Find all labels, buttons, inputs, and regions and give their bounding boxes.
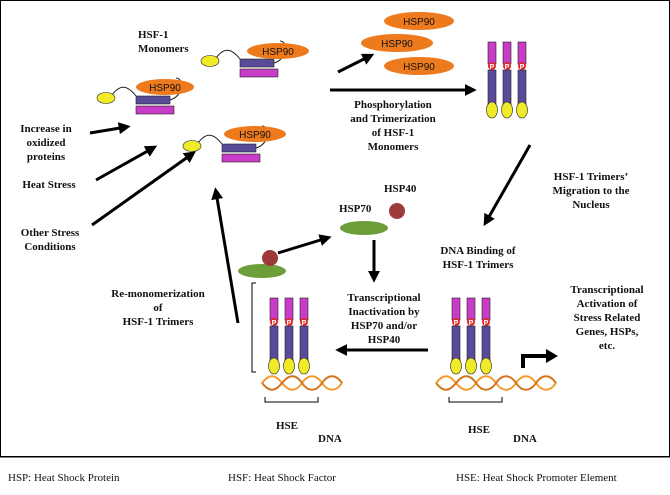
free-hsp90-label-1: HSP90 [403, 17, 435, 28]
arrow-remonomerization [211, 187, 240, 324]
free-hsp90-label-3: HSP90 [403, 62, 435, 73]
inactivated-trimer [268, 297, 310, 375]
right-phospho-3: P [484, 320, 489, 327]
hsp40-bound [262, 250, 278, 266]
dna-bound-trimer [450, 297, 492, 375]
hsp90-bound-1 [247, 43, 309, 59]
heat-stress-label: Heat Stress [22, 179, 76, 191]
remonomerization-label-2: of [153, 302, 163, 314]
dna-binding-label-1: DNA Binding of [440, 245, 516, 257]
legend-hse: HSE: Heat Shock Promoter Element [456, 472, 617, 484]
hsp90-bound-2 [136, 79, 194, 95]
inactivation-label-3: HSP70 and/or [351, 320, 417, 332]
hsp90-label-3: HSP90 [239, 130, 271, 141]
hsp40-free [389, 203, 405, 219]
arrow-heat-stress [95, 145, 158, 182]
increase-label-1: Increase in [20, 123, 71, 135]
hse-label-right: HSE [468, 424, 490, 436]
dna-binding-label-2: HSF-1 Trimers [443, 259, 514, 271]
increase-label-2: oxidized [26, 137, 65, 149]
left-phospho-2: P [287, 320, 292, 327]
migration-label-2: Migration to the [553, 185, 630, 197]
hsp90-label-1: HSP90 [262, 47, 294, 58]
other-stress-label-1: Other Stress [21, 227, 80, 239]
hsf1-monomer-cluster [96, 40, 309, 163]
transcription-start-arrowhead [546, 349, 558, 363]
remonomerization-label-1: Re-monomerization [111, 288, 204, 300]
phosphorylated-trimer [486, 41, 528, 119]
free-hsp90-group [361, 12, 454, 75]
hsp90-label-2: HSP90 [149, 83, 181, 94]
phospho-mark-3: P [520, 64, 525, 71]
left-phospho-1: P [272, 320, 277, 327]
hsp40-label: HSP40 [384, 183, 417, 195]
dna-strand-right [435, 375, 557, 391]
activation-label-3: Stress Related [574, 312, 641, 324]
other-stress-label-2: Conditions [24, 241, 76, 253]
inactivation-label-4: HSP40 [368, 334, 401, 346]
hsp70-label: HSP70 [339, 203, 372, 215]
increase-label-3: proteins [27, 151, 66, 163]
transcription-start-arrow [521, 354, 548, 368]
arrow-other-stress [91, 151, 196, 227]
hse-bracket-left [264, 397, 319, 403]
hsp90-bound-3 [224, 126, 286, 142]
monomers-label-line1: HSF-1 [138, 29, 169, 41]
inactivation-label-2: Inactivation by [348, 306, 420, 318]
diagram-frame [0, 0, 670, 457]
hse-bracket-right [448, 397, 503, 403]
phosphorylation-label-2: and Trimerization [350, 113, 435, 125]
left-phospho-3: P [302, 320, 307, 327]
dna-strand-left [261, 375, 343, 391]
activation-label-2: Activation of [577, 298, 638, 310]
arrow-increase [89, 122, 131, 135]
phospho-mark-2: P [505, 64, 510, 71]
migration-label-3: Nucleus [572, 199, 610, 211]
legend-hsf: HSF: Heat Shock Factor [228, 472, 336, 484]
phospho-mark-1: P [490, 64, 495, 71]
hse-label-left: HSE [276, 420, 298, 432]
hsp70-free [340, 221, 388, 235]
remonomerization-label-3: HSF-1 Trimers [123, 316, 194, 328]
monomers-label-line2: Monomers [138, 43, 189, 55]
phosphorylation-label-3: of HSF-1 [372, 127, 414, 139]
complex-bracket [251, 282, 256, 373]
arrow-to-free-hsp90 [337, 53, 375, 74]
free-hsp90-label-2: HSP90 [381, 39, 413, 50]
inactivation-label-1: Transcriptional [347, 292, 420, 304]
phosphorylation-label-1: Phosphorylation [354, 99, 432, 111]
right-phospho-2: P [469, 320, 474, 327]
activation-label-1: Transcriptional [570, 284, 643, 296]
hsp70-bound [238, 264, 286, 278]
dna-label-left: DNA [318, 433, 342, 445]
legend-hsp: HSP: Heat Shock Protein [8, 472, 120, 484]
activation-label-4: Genes, HSPs, [576, 326, 639, 338]
dna-label-right: DNA [513, 433, 537, 445]
right-phospho-1: P [454, 320, 459, 327]
activation-label-5: etc. [599, 340, 615, 352]
arrow-hsp-release [277, 234, 332, 255]
phosphorylation-label-4: Monomers [368, 141, 419, 153]
arrow-migration [483, 144, 532, 227]
migration-label-1: HSF-1 Trimers’ [554, 171, 628, 183]
